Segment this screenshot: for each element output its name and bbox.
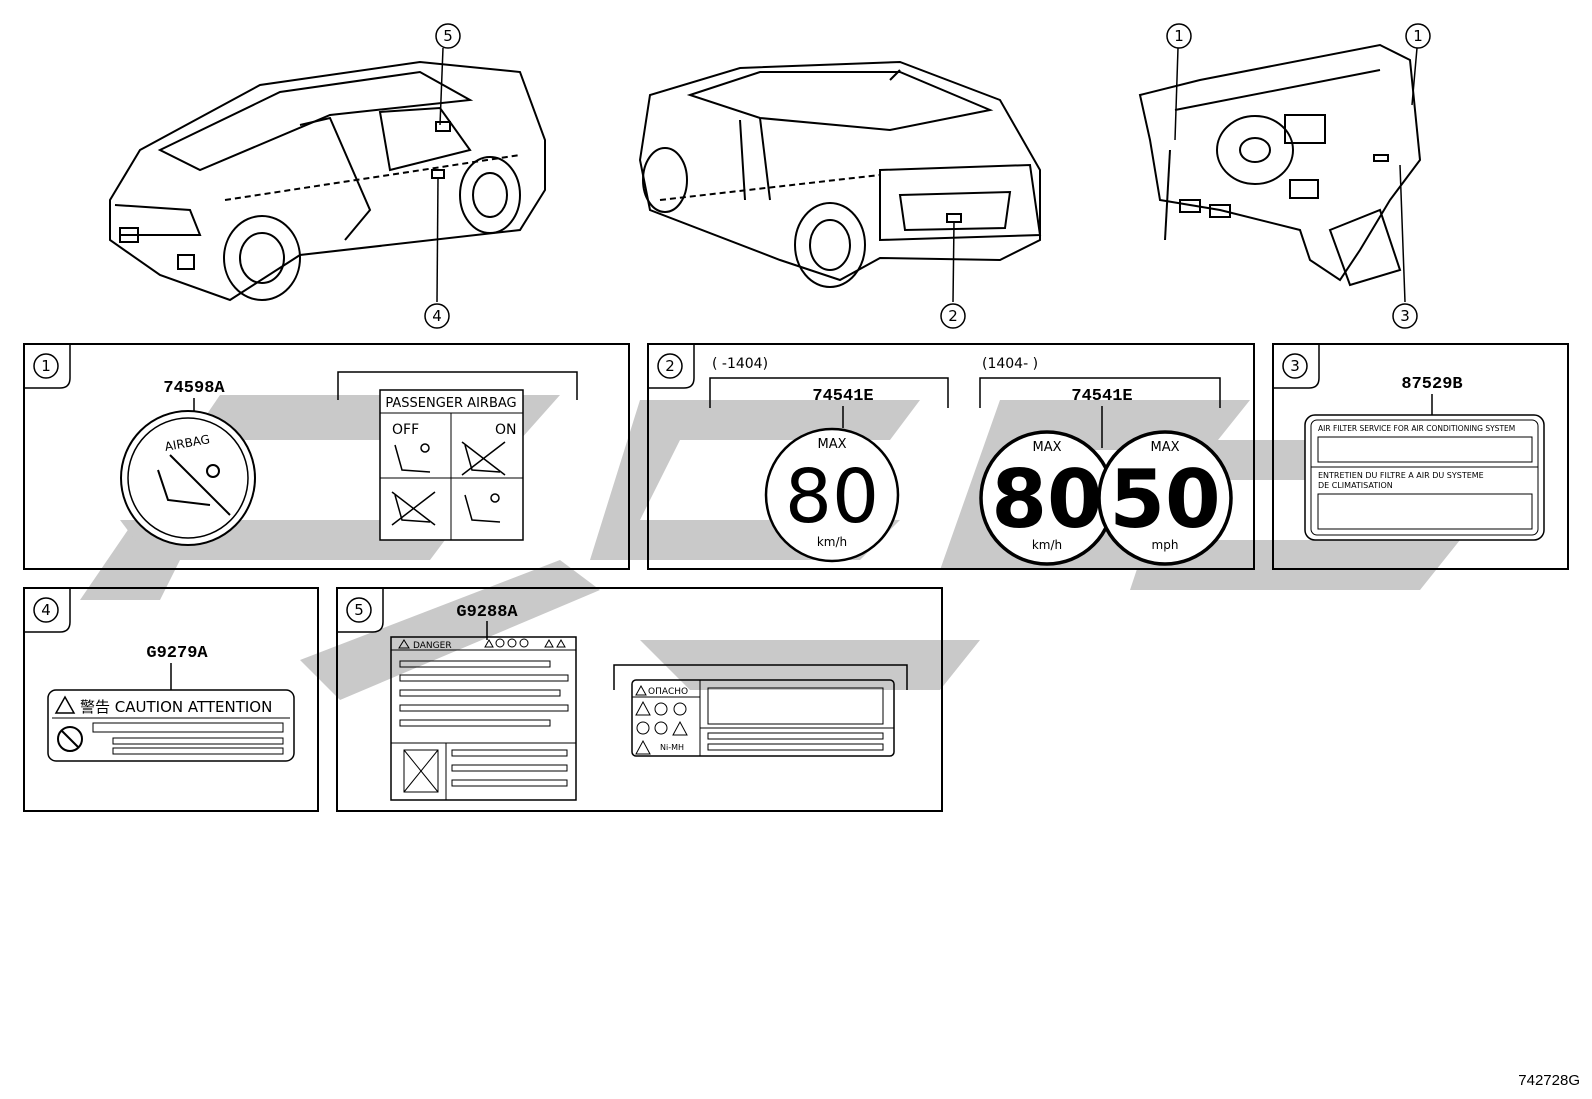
- speed-sign-80-kmh-bold: MAX 80 km/h: [979, 430, 1115, 566]
- air-filter-line-fr-2: DE CLIMATISATION: [1318, 481, 1393, 490]
- svg-text:MAX: MAX: [1150, 440, 1179, 455]
- panel-5-number: 5: [354, 601, 364, 619]
- danger-label: DANGER: [413, 641, 452, 651]
- warning-icon: [54, 695, 76, 714]
- panel-2-number: 2: [665, 357, 675, 375]
- range-before: ( -1404): [712, 356, 768, 372]
- off-label: OFF: [392, 422, 419, 438]
- caution-label: 警告 CAUTION ATTENTION: [80, 698, 272, 716]
- danger-sticker: [390, 636, 577, 801]
- panel-3-part-number: 87529B: [1401, 375, 1462, 394]
- svg-text:km/h: km/h: [817, 535, 847, 549]
- passenger-airbag-label: PASSENGER AIRBAG: [385, 396, 516, 411]
- car-front-view: [109, 60, 546, 302]
- seat-icon: [157, 454, 231, 516]
- svg-text:MAX: MAX: [1032, 440, 1061, 455]
- callout-1-top-a: 1: [1174, 27, 1184, 45]
- panel-5: 5 G9288A DANGER: [336, 587, 943, 812]
- svg-text:50: 50: [1109, 453, 1220, 546]
- svg-text:MAX: MAX: [817, 437, 846, 452]
- callout-5-top: 5: [443, 27, 453, 45]
- caution-sticker: [47, 689, 295, 762]
- speed-sign-80-kmh: MAX 80 km/h: [764, 427, 900, 563]
- svg-text:80: 80: [785, 454, 879, 540]
- panel-4-number: 4: [41, 601, 51, 619]
- panel-1-part-number: 74598A: [163, 379, 225, 398]
- panel-1-number: 1: [41, 357, 51, 375]
- dashboard-view: [1138, 43, 1422, 287]
- panel-2: 2 ( -1404) (1404- ) 74541E 74541E MAX 80…: [647, 343, 1255, 570]
- on-label: ON: [495, 422, 517, 438]
- air-filter-line-en: AIR FILTER SERVICE FOR AIR CONDITIONING …: [1318, 424, 1515, 433]
- panel-4-part-number: G9279A: [146, 644, 208, 663]
- panel-2-part-a: 74541E: [812, 387, 873, 406]
- callout-3-top: 3: [1400, 307, 1410, 325]
- figure-code: 742728G: [1518, 1072, 1580, 1089]
- svg-text:mph: mph: [1152, 538, 1179, 552]
- opasno-label: ОПАСНО: [648, 687, 688, 697]
- nimh-label: Ni-MH: [660, 743, 684, 752]
- air-filter-line-fr-1: ENTRETIEN DU FILTRE A AIR DU SYSTEME: [1318, 471, 1484, 480]
- callout-1-top-b: 1: [1413, 27, 1423, 45]
- panel-3: 3 87529B AIR FILTER SERVICE FOR AIR COND…: [1272, 343, 1569, 570]
- panel-3-number: 3: [1290, 357, 1300, 375]
- passenger-seat-icons: [391, 441, 506, 526]
- panel-5-part-number: G9288A: [456, 603, 518, 622]
- svg-text:km/h: km/h: [1032, 538, 1062, 552]
- panel-2-part-b: 74541E: [1071, 387, 1132, 406]
- svg-text:80: 80: [991, 453, 1102, 546]
- callout-2-top: 2: [948, 307, 958, 325]
- callout-top: [424, 23, 1431, 329]
- panel-1: 1 74598A AIRBAG PASSENGER AIRBAG OFF ON: [23, 343, 630, 570]
- panel-4: 4 G9279A 警告 CAUTION ATTENTION: [23, 587, 319, 812]
- leader-lines: [436, 47, 1418, 303]
- car-rear-view: [638, 60, 1042, 288]
- prohibited-icon: [57, 726, 83, 752]
- speed-sign-50-mph: MAX 50 mph: [1097, 430, 1233, 566]
- air-filter-sticker: [1304, 414, 1545, 541]
- airbag-off-sticker: [120, 410, 256, 546]
- range-after: (1404- ): [982, 356, 1038, 372]
- callout-4-top: 4: [432, 307, 442, 325]
- opasno-sticker: [631, 679, 895, 757]
